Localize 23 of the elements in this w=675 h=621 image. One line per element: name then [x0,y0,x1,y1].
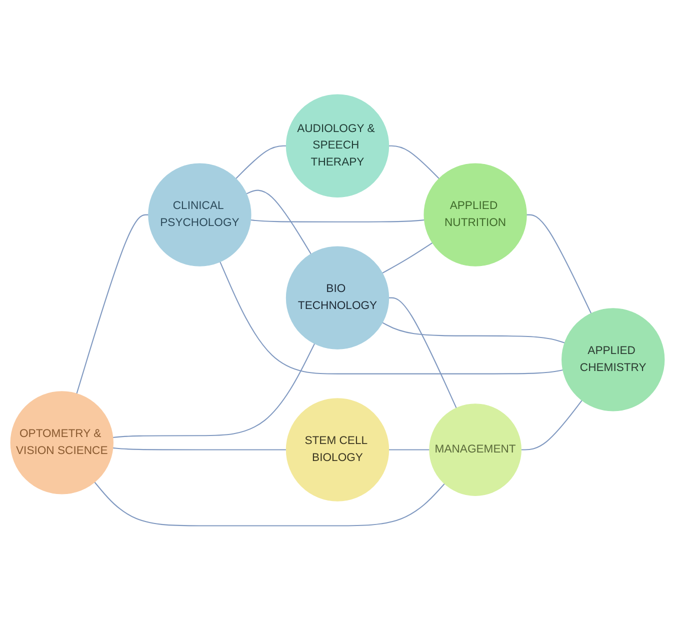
node-circle: APPLIED CHEMISTRY [562,308,665,412]
node-circle: APPLIED NUTRITION [424,164,527,267]
connector [112,448,286,451]
connector [526,214,592,314]
node-circle: STEM CELL BIOLOGY [286,398,390,502]
connector [382,322,565,344]
connector [388,298,457,409]
connector [94,482,445,527]
connector [76,214,148,394]
node-circle: AUDIOLOGY & SPEECH THERAPY [286,94,390,198]
connector [246,190,312,255]
connector [112,344,316,438]
connector [236,146,286,180]
node-circle: OPTOMETRY & VISION SCIENCE [10,391,114,495]
connector [382,242,433,274]
connector [250,220,424,223]
connector [220,262,564,375]
node-circle: BIO TECHNOLOGY [286,246,390,350]
connector [388,146,440,180]
node-circle: MANAGEMENT [429,404,522,496]
connector [521,400,582,451]
node-circle: CLINICAL PSYCHOLOGY [148,164,252,267]
connector [388,450,430,451]
